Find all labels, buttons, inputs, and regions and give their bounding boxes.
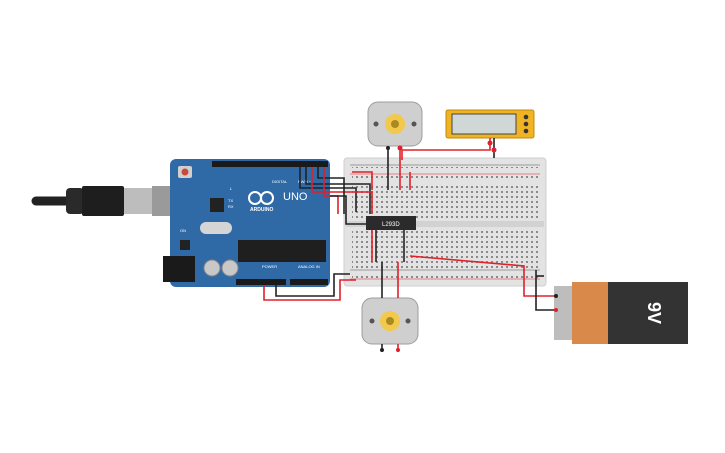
tx-led-label: TX	[228, 198, 233, 203]
capacitor-2	[221, 259, 239, 277]
chip-label: L293D	[382, 222, 400, 228]
arduino-board[interactable]: ARDUINO UNO DIGITAL PWM ~ POWER ANALOG I…	[163, 159, 330, 287]
power-label: POWER	[262, 264, 277, 269]
wire-5v	[263, 279, 356, 301]
usb-cable[interactable]	[31, 186, 172, 216]
pwm-label: PWM ~	[298, 179, 312, 184]
capacitor-1	[203, 259, 221, 277]
multimeter-display[interactable]	[445, 109, 535, 139]
wire-battery-black	[535, 270, 556, 311]
crystal	[200, 222, 232, 234]
wire-endpoints	[380, 140, 558, 352]
wire-d-1	[299, 167, 357, 212]
dc-motor-bottom[interactable]	[361, 297, 419, 345]
rx-led-label: RX	[228, 204, 234, 209]
power-jack	[163, 256, 195, 282]
battery-9v[interactable]: 9V	[554, 282, 688, 344]
wire-gnd	[275, 273, 350, 297]
breadboard-holes	[352, 167, 538, 278]
on-led-label: ON	[180, 228, 186, 233]
arduino-logo-icon	[248, 191, 274, 205]
l-led-label: L	[230, 186, 233, 191]
arduino-model-label: UNO	[283, 191, 308, 203]
wire-d-2	[305, 167, 371, 214]
digital-label: DIGITAL	[272, 179, 288, 184]
wire-d-3	[311, 167, 373, 214]
analog-header[interactable]	[290, 279, 328, 285]
usb-chip	[210, 198, 224, 212]
battery-label: 9V	[644, 302, 664, 324]
dc-motor-top[interactable]	[367, 101, 423, 147]
power-header[interactable]	[236, 279, 286, 285]
l293d-chip[interactable]: L293D	[366, 216, 416, 230]
arduino-brand-label: ARDUINO	[250, 207, 273, 213]
wire-battery-red	[409, 255, 556, 297]
analog-label: ANALOG IN	[298, 264, 320, 269]
digital-header[interactable]	[212, 161, 328, 167]
atmega-chip	[238, 240, 326, 262]
